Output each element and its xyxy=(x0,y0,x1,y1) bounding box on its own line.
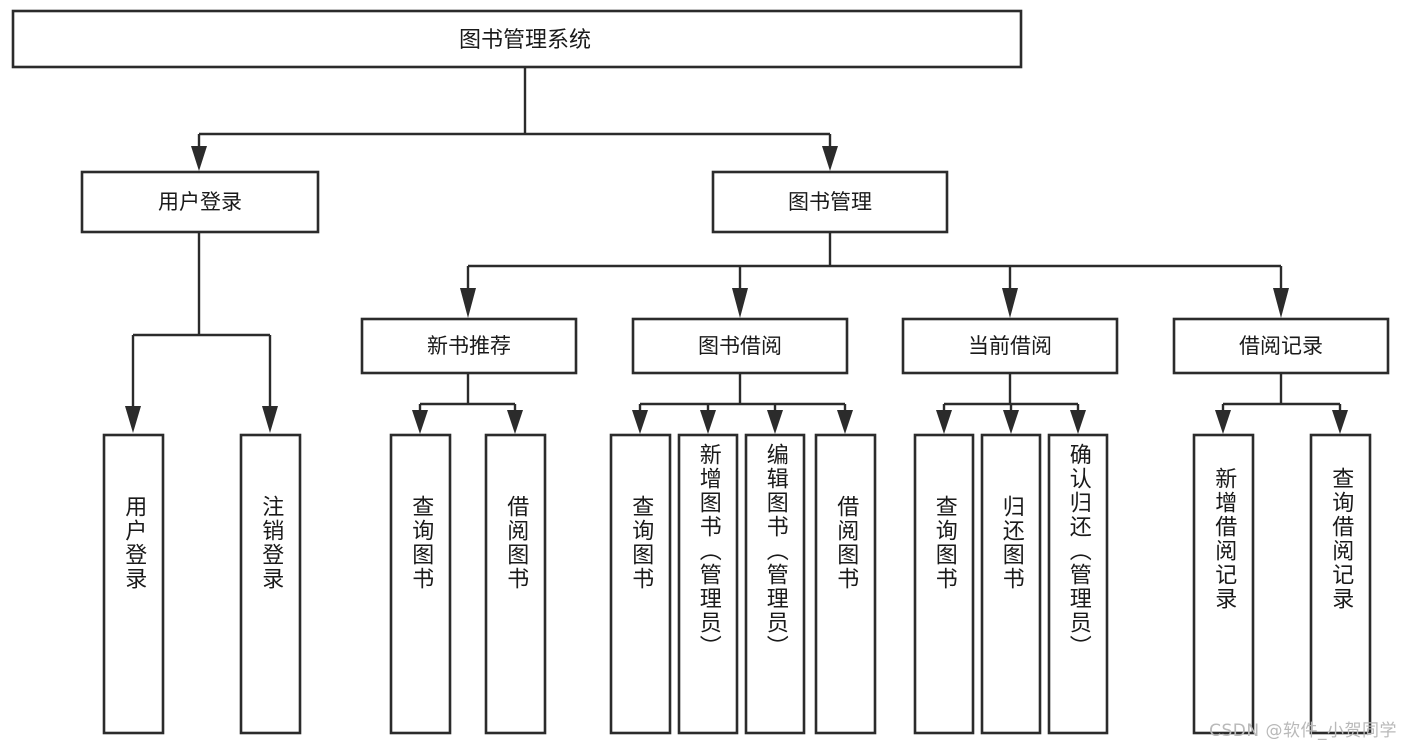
node-borrow-record[interactable]: 借阅记录 xyxy=(1172,317,1390,375)
leaf-box-return-book[interactable] xyxy=(980,433,1042,735)
arrowhead-user-login xyxy=(191,146,207,171)
arrowhead-borrow-leaf2 xyxy=(700,410,716,434)
arrowhead-leaf-logout xyxy=(262,406,278,433)
leaf-box-add-borrow-record[interactable] xyxy=(1192,433,1255,735)
leaf-box-confirm-return-admin[interactable] xyxy=(1047,433,1109,735)
leaf-box-logout[interactable] xyxy=(239,433,302,735)
node-new-book-recommend-box[interactable] xyxy=(360,317,578,375)
arrowhead-current xyxy=(1002,288,1018,318)
node-book-borrow-label: 图书借阅 xyxy=(698,334,782,358)
node-user-login[interactable]: 用户登录 xyxy=(80,170,320,234)
arrowhead-newbook xyxy=(460,288,476,318)
arrowhead-current-leaf1 xyxy=(936,410,952,434)
leaf-box-query-book-newbook[interactable] xyxy=(389,433,452,735)
arrowhead-record-leaf2 xyxy=(1332,410,1348,434)
node-current-borrow-label: 当前借阅 xyxy=(968,334,1052,358)
arrowhead-record-leaf1 xyxy=(1215,410,1231,434)
node-current-borrow-box[interactable] xyxy=(901,317,1119,375)
csdn-watermark: CSDN @软件_小贺同学 xyxy=(1209,721,1397,741)
leaf-box-borrow-book[interactable] xyxy=(814,433,877,735)
leaf-box-user-login[interactable] xyxy=(102,433,165,735)
leaf-box-borrow-book-newbook[interactable] xyxy=(484,433,547,735)
leaf-box-query-borrow-record[interactable] xyxy=(1309,433,1372,735)
arrowhead-newbook-leaf1 xyxy=(412,410,428,434)
arrowhead-record xyxy=(1273,288,1289,318)
node-book-borrow-box[interactable] xyxy=(631,317,849,375)
node-book-management-box[interactable] xyxy=(711,170,949,234)
arrowhead-current-leaf3 xyxy=(1070,410,1086,434)
leaf-box-edit-book-admin[interactable] xyxy=(744,433,806,735)
node-new-book-recommend[interactable]: 新书推荐 xyxy=(360,317,578,375)
node-root-box[interactable] xyxy=(11,9,1023,69)
node-root-label: 图书管理系统 xyxy=(459,28,591,53)
arrowhead-book-manage xyxy=(822,146,838,171)
arrowhead-newbook-leaf2 xyxy=(507,410,523,434)
node-root[interactable]: 图书管理系统 xyxy=(11,9,1023,69)
arrowhead-borrow-leaf1 xyxy=(632,410,648,434)
arrowhead-leaf-user-login xyxy=(125,406,141,433)
connector-group xyxy=(125,68,1348,434)
node-book-borrow[interactable]: 图书借阅 xyxy=(631,317,849,375)
node-user-login-label: 用户登录 xyxy=(158,190,242,214)
arrowhead-current-leaf2 xyxy=(1003,410,1019,434)
node-current-borrow[interactable]: 当前借阅 xyxy=(901,317,1119,375)
leaf-box-query-book-borrow[interactable] xyxy=(609,433,672,735)
arrowhead-borrow-leaf4 xyxy=(837,410,853,434)
node-book-management[interactable]: 图书管理 xyxy=(711,170,949,234)
leaf-box-add-book-admin[interactable] xyxy=(677,433,739,735)
arrowhead-borrow xyxy=(732,288,748,318)
node-borrow-record-label: 借阅记录 xyxy=(1239,334,1323,358)
node-book-management-label: 图书管理 xyxy=(788,190,872,214)
arrowhead-borrow-leaf3 xyxy=(767,410,783,434)
leaf-box-query-book-current[interactable] xyxy=(913,433,975,735)
leaf-box-group xyxy=(102,433,1372,735)
node-user-login-box[interactable] xyxy=(80,170,320,234)
node-borrow-record-box[interactable] xyxy=(1172,317,1390,375)
node-new-book-recommend-label: 新书推荐 xyxy=(427,334,511,358)
